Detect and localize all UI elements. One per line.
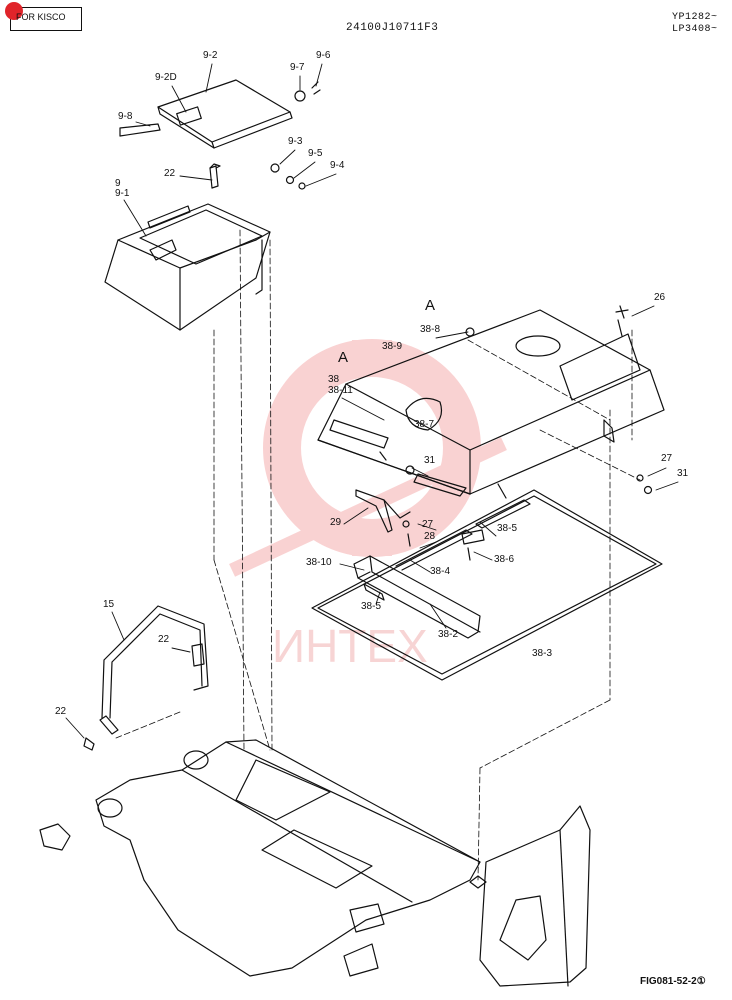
callout-label: 38-6: [494, 554, 514, 565]
callout-label: 27: [661, 453, 673, 464]
callout-label: 22: [55, 706, 67, 717]
serial-range-1: YP1282~: [672, 12, 718, 23]
red-badge-icon: [5, 2, 23, 20]
callout-label: 38-10: [306, 557, 332, 568]
callout-label: 9-5: [308, 148, 323, 159]
callout-label: 38-5: [497, 523, 517, 534]
upper-cover-38: [317, 305, 665, 499]
callout-label: 9-4: [330, 160, 345, 171]
leader-lines: [65, 63, 679, 739]
document-code: 24100J10711F3: [346, 22, 439, 34]
callout-label: 9-7: [290, 62, 305, 73]
callout-labels: 9-2 9-6 9-7 9-2D 9-8 9-3 9-5 9-4 22 99-1A 26 38-8 38…: [55, 50, 689, 717]
handle-bar-38-2: [353, 489, 531, 639]
callout-label: 38-3: [532, 648, 552, 659]
callout-label: 38-8: [420, 324, 440, 335]
callout-label: 29: [330, 517, 342, 528]
hand-rail-15: [83, 605, 209, 751]
callout-label: 31: [424, 455, 436, 466]
callout-label: 15: [103, 599, 115, 610]
callout-label: 22: [158, 634, 170, 645]
callout-label: 26: [654, 292, 666, 303]
seal-frame-38-3: [311, 489, 663, 681]
callout-label: 9-8: [118, 111, 133, 122]
watermark-text: ИНТЕХ: [272, 620, 428, 672]
callout-label: 31: [677, 468, 689, 479]
kisco-tag-box: [5, 2, 82, 31]
callout-label: 38-5: [361, 601, 381, 612]
callout-label: 38-4: [430, 566, 450, 577]
watermark-logo-icon: [229, 339, 507, 577]
battery-box-9: [104, 203, 271, 331]
callout-label: 9: [115, 178, 121, 189]
callout-label: 38-2: [438, 629, 458, 640]
callout-label: 9-1: [115, 188, 130, 199]
battery-cover-9-2: [119, 79, 321, 190]
kisco-tag: FOR KISCO: [16, 12, 66, 22]
callout-label: 38-7: [414, 419, 434, 430]
callout-label: 9-6: [316, 50, 331, 61]
upper-frame: [39, 739, 591, 987]
callout-label: 9-2: [203, 50, 218, 61]
callout-label: 9-2D: [155, 72, 177, 83]
assembly-dash-lines: [115, 229, 641, 881]
figure-id: FIG081-52-2①: [640, 976, 706, 987]
callout-label: 38-11: [328, 385, 353, 396]
callout-label: 9-3: [288, 136, 303, 147]
callout-label: 38: [328, 374, 340, 385]
serial-range-2: LP3408~: [672, 24, 718, 35]
callout-label: 38-9: [382, 341, 402, 352]
callout-label: 27: [422, 519, 434, 530]
callout-label: 28: [424, 531, 436, 542]
callout-label: 22: [164, 168, 176, 179]
callout-label: A: [338, 349, 348, 366]
callout-label: A: [425, 297, 435, 314]
